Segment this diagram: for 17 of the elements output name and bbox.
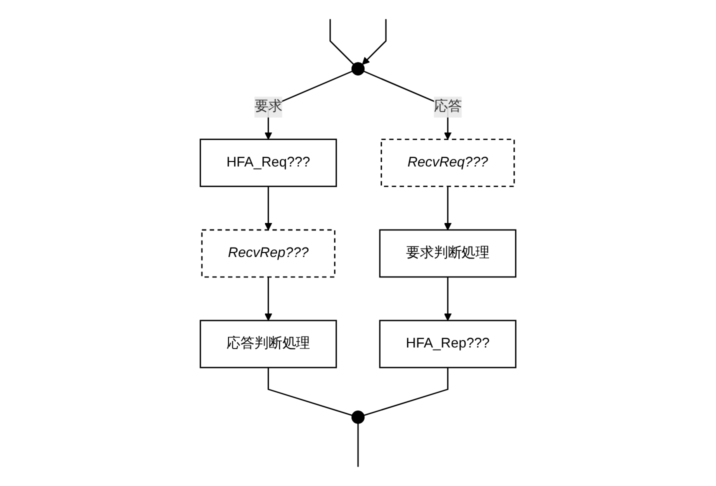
arrow — [362, 19, 387, 65]
node-box: HFA_Rep??? — [379, 320, 516, 368]
arrow — [444, 276, 452, 321]
connector — [268, 368, 352, 416]
arrow — [264, 276, 272, 321]
node-box: 応答判断処理 — [200, 320, 337, 368]
node-box: RecvReq??? — [380, 138, 515, 188]
node-box: RecvRep??? — [201, 229, 336, 278]
arrow — [264, 186, 272, 230]
arrow — [444, 186, 452, 230]
connector — [364, 368, 448, 416]
edge-label: 応答 — [434, 99, 462, 114]
node-box: HFA_Req??? — [200, 138, 337, 188]
connector — [329, 19, 354, 65]
edge-label: 要求 — [254, 99, 282, 114]
connector — [357, 423, 359, 467]
node-box: 要求判断処理 — [379, 229, 516, 278]
